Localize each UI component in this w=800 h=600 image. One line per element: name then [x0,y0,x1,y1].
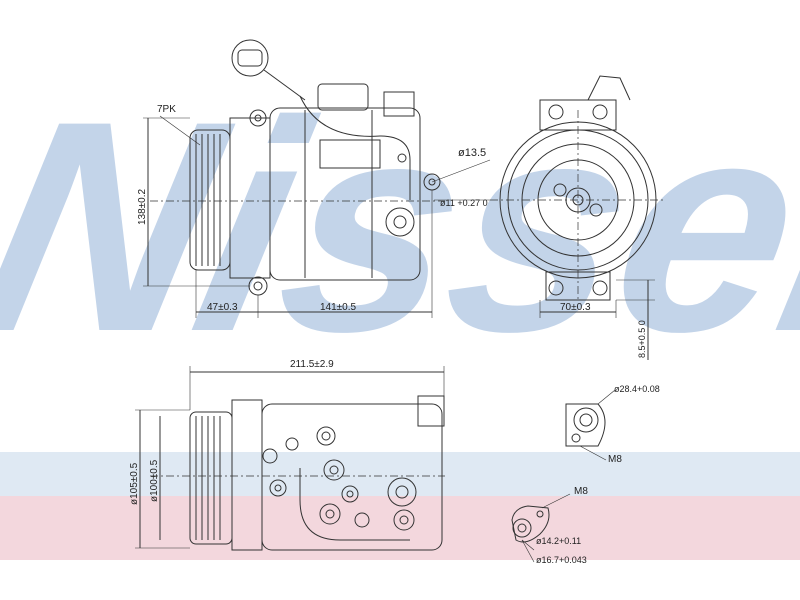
side-view-bottom [135,366,445,551]
pulley-offset-dimension: 47±0.3 [207,302,238,313]
body-length-dimension: 141±0.5 [320,302,357,313]
port-detail-b [511,493,571,563]
port-a-diameter: ø28.4+0.08 [614,384,660,394]
port-b-thread: M8 [574,486,588,497]
front-offset-dimension: 8.5+0.5 0 [637,320,647,358]
port-tolerance: ø11 +0.27 0 [440,198,488,208]
watermark-band-blue [0,452,800,496]
watermark-logo: Nissens [0,59,800,394]
overall-length-dimension: 211.5±2.9 [290,359,334,370]
belt-label: 7PK [157,104,176,115]
front-view [490,75,665,360]
port-detail-a [565,389,616,461]
watermark-band-pink [0,496,800,560]
connector-detail [231,39,269,77]
side-view-top [143,39,491,318]
port-b-diameter-1: ø14.2+0.11 [536,536,581,546]
front-width-dimension: 70±0.3 [560,302,591,313]
port-diameter-top: ø13.5 [458,147,486,159]
diameter-105: ø105±0.5 [129,462,140,505]
compressor-body [269,107,421,281]
diameter-100: ø100±0.5 [149,459,160,502]
height-dimension: 138±0.2 [137,188,148,225]
port-block [317,83,369,111]
port-b-diameter-2: ø16.7+0.043 [536,555,587,565]
bottom-body [261,403,443,551]
watermark-text: Nissens [0,59,800,394]
port-a-thread: M8 [608,454,622,465]
